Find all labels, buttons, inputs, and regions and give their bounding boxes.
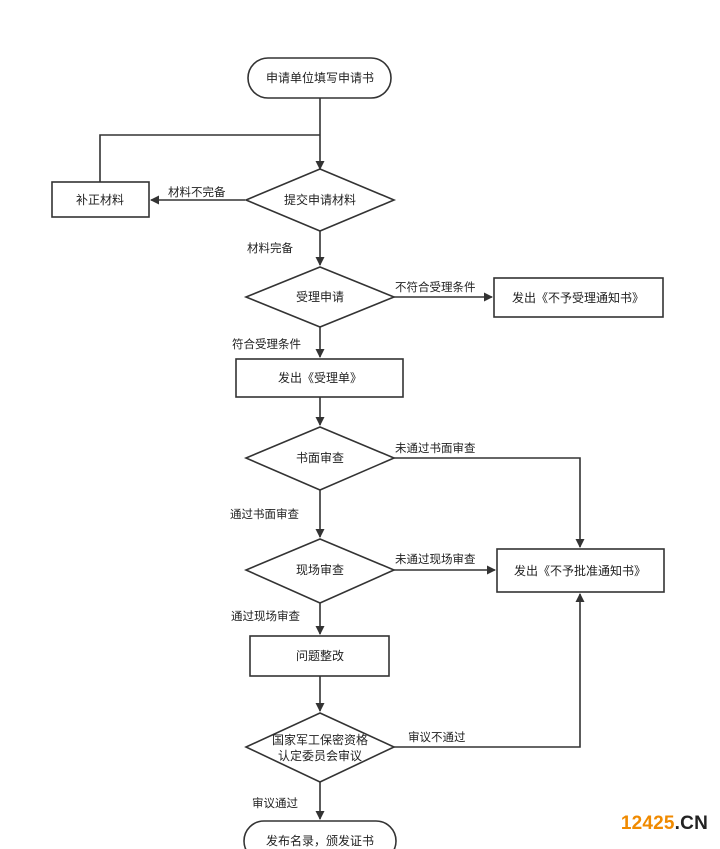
site-review-decision	[243, 538, 397, 604]
rectify-label: 问题整改	[296, 648, 344, 663]
site-review-label: 现场审查	[296, 562, 344, 577]
label-site-fail: 未通过现场审查	[395, 552, 476, 566]
receipt-label: 发出《受理单》	[278, 370, 362, 385]
deny-notice-box	[496, 548, 665, 593]
end-terminal	[243, 820, 397, 849]
flow-nodes: 申请单位填写申请书 提交申请材料 补正材料 受理申请 发出《不予受理通知书》 发…	[51, 57, 665, 849]
label-site-pass: 通过现场审查	[231, 609, 300, 623]
accept-decision	[243, 266, 397, 328]
submit-decision	[243, 168, 397, 232]
site-watermark: 12425.CN	[621, 813, 708, 835]
watermark-number: 12425	[620, 813, 675, 834]
accept-label: 受理申请	[296, 290, 344, 304]
submit-label: 提交申请材料	[284, 192, 356, 207]
written-review-label: 书面审查	[296, 450, 344, 465]
watermark-domain: .CN	[674, 813, 708, 834]
label-review-fail: 审议不通过	[408, 730, 466, 744]
receipt-box	[235, 358, 404, 398]
label-written-pass: 通过书面审查	[230, 507, 299, 521]
deny-notice-label: 发出《不予批准通知书》	[514, 563, 646, 578]
end-label: 发布名录，颁发证书	[266, 833, 374, 848]
reject-notice-box	[493, 277, 664, 318]
label-written-fail: 未通过书面审查	[395, 441, 476, 455]
edge-supplement-loop	[99, 134, 320, 182]
flow-edges	[99, 98, 585, 820]
committee-decision	[244, 712, 396, 783]
edge-labels: 材料不完备 材料完备 不符合受理条件 符合受理条件 未通过书面审查 通过书面审查…	[168, 185, 476, 810]
edge-written-to-deny	[394, 457, 585, 548]
start-label: 申请单位填写申请书	[266, 70, 374, 85]
reject-notice-label: 发出《不予受理通知书》	[512, 290, 644, 305]
start-terminal	[247, 57, 392, 99]
label-review-pass: 审议通过	[252, 796, 298, 810]
supplement-box	[51, 181, 150, 218]
supplement-label: 补正材料	[76, 193, 124, 207]
label-not-eligible: 不符合受理条件	[395, 280, 476, 294]
committee-label-line1: 国家军工保密资格	[272, 732, 368, 747]
written-review-decision	[243, 426, 397, 491]
label-incomplete: 材料不完备	[168, 185, 226, 199]
label-eligible: 符合受理条件	[232, 337, 301, 351]
rectify-box	[249, 635, 390, 677]
committee-label-line2: 认定委员会审议	[278, 748, 362, 763]
edge-committee-to-deny	[394, 593, 585, 748]
label-complete: 材料完备	[247, 241, 293, 255]
